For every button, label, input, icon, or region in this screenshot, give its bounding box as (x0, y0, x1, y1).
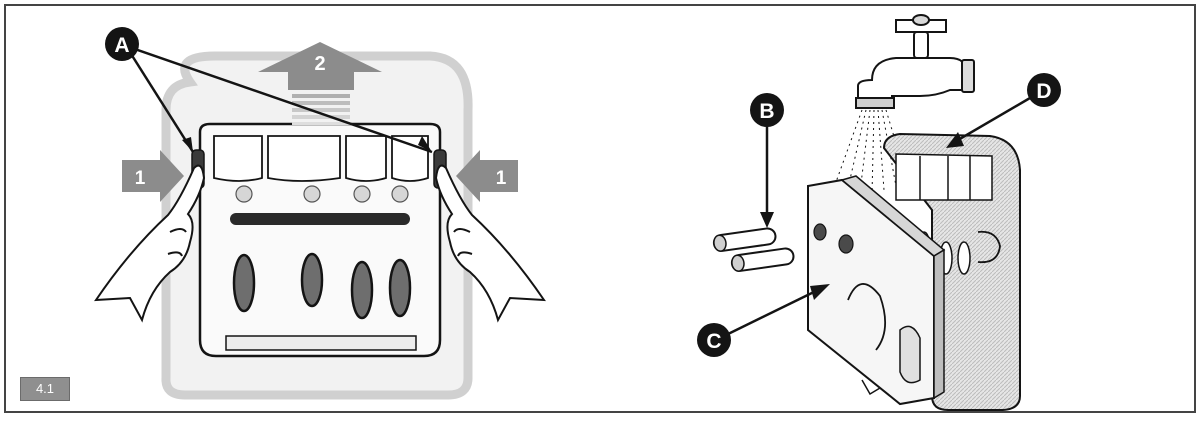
drawer-cover (807, 175, 946, 406)
figure-number-badge: 4.1 (20, 377, 70, 401)
left-hand (94, 164, 206, 323)
callout-a: A (105, 27, 139, 61)
callout-d: D (1027, 73, 1061, 107)
siphon-caps (712, 227, 795, 272)
figure-frame (4, 4, 1196, 413)
callout-d-pointer (957, 96, 1031, 142)
callout-b: B (750, 93, 784, 127)
step-1-left-label: 1 (135, 168, 146, 189)
callout-a-label: A (114, 34, 129, 57)
lift-arrow: 2 (258, 42, 382, 125)
callout-c-pointer (723, 288, 819, 338)
detergent-drawer (191, 122, 447, 358)
step-1-right-label: 1 (496, 168, 507, 189)
water-spray (835, 109, 907, 195)
callout-b-label: B (759, 100, 774, 123)
drawer-housing (882, 132, 1021, 411)
push-arrow-left: 1 (122, 150, 184, 202)
water-tap (855, 14, 975, 109)
push-arrow-right: 1 (456, 150, 518, 202)
callout-c: C (697, 323, 731, 357)
step-2-label: 2 (314, 53, 325, 75)
callout-a-pointers (124, 44, 433, 154)
left-panel-removal: 1 1 2 A (94, 27, 546, 400)
right-hand (434, 164, 546, 323)
right-panel-cleaning: B C D (697, 14, 1061, 411)
callout-d-label: D (1036, 80, 1051, 103)
callout-c-label: C (706, 330, 721, 353)
